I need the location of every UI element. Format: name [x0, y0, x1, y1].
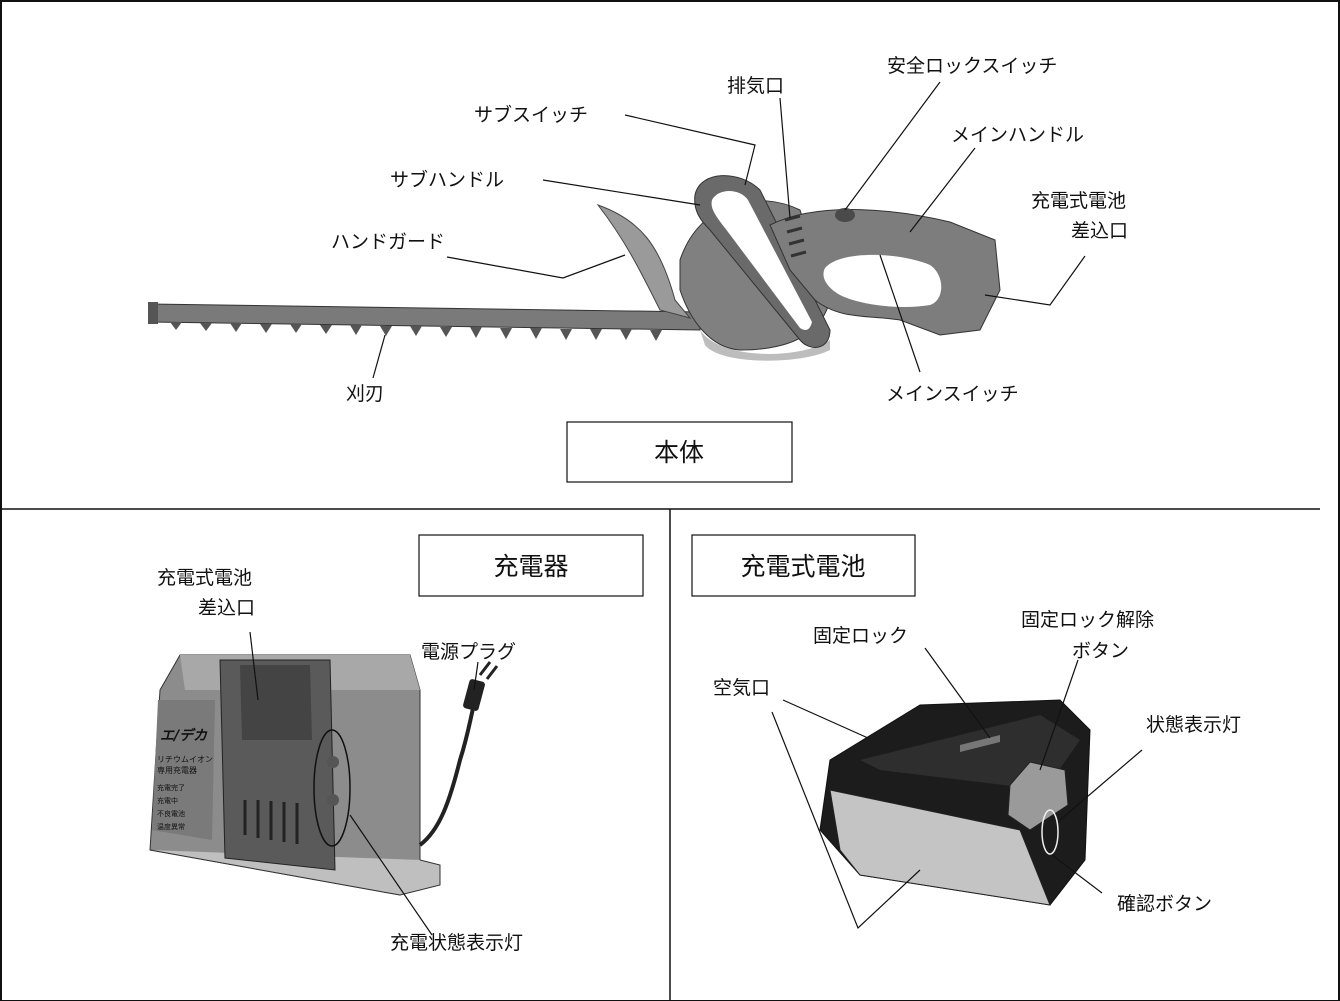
charger-model-line2: 専用充電器: [157, 765, 197, 775]
label-sub-handle: サブハンドル: [390, 168, 504, 191]
battery-illustration: [819, 699, 1091, 906]
charger-model-line1: リチウムイオン: [157, 755, 213, 764]
label-hand-guard: ハンドガード: [331, 231, 445, 253]
label-charger-slot-line2: 差込口: [198, 597, 255, 619]
main-body-title: 本体: [654, 438, 704, 467]
battery-title: 充電式電池: [740, 552, 865, 581]
battery-title-box: [691, 534, 916, 597]
charger-status-row: 不良電池: [157, 809, 185, 818]
label-status-lamp: 状態表示灯: [1146, 714, 1241, 736]
label-main-switch: メインスイッチ: [886, 383, 1019, 405]
label-battery-slot-line1: 充電式電池: [1031, 190, 1126, 212]
status-lamp-outline: [1041, 809, 1059, 855]
charger-title-box: [418, 534, 644, 597]
label-blade: 刈刃: [346, 383, 384, 405]
main-body-title-box: [566, 421, 793, 483]
label-charge-status-lamp: 充電状態表示灯: [390, 932, 523, 954]
label-charger-slot-line1: 充電式電池: [157, 567, 252, 589]
charger-status-row: 充電中: [157, 796, 178, 805]
label-battery-slot-line2: 差込口: [1071, 220, 1128, 242]
charger-title: 充電器: [493, 552, 568, 581]
label-exhaust-port: 排気口: [727, 75, 784, 97]
label-check-button: 確認ボタン: [1117, 893, 1212, 915]
label-main-handle: メインハンドル: [951, 124, 1084, 146]
label-power-plug: 電源プラグ: [421, 641, 516, 663]
label-fixing-lock: 固定ロック: [813, 625, 908, 647]
leader-lines: [249, 81, 1143, 936]
charge-status-lamp-outline: [313, 729, 351, 847]
label-fixing-lock-release-line2: ボタン: [1072, 640, 1129, 662]
charger-brand-text: エ/デカ: [160, 727, 208, 744]
label-safety-lock-switch: 安全ロックスイッチ: [887, 55, 1057, 77]
label-fixing-lock-release-line1: 固定ロック解除: [1021, 609, 1154, 631]
charger-illustration: [149, 654, 499, 896]
hedge-trimmer-illustration: [148, 175, 1001, 361]
label-sub-switch: サブスイッチ: [474, 103, 588, 126]
charger-status-row: 温度異常: [157, 822, 185, 831]
charger-status-row: 充電完了: [157, 783, 185, 792]
label-air-vent: 空気口: [713, 677, 770, 699]
